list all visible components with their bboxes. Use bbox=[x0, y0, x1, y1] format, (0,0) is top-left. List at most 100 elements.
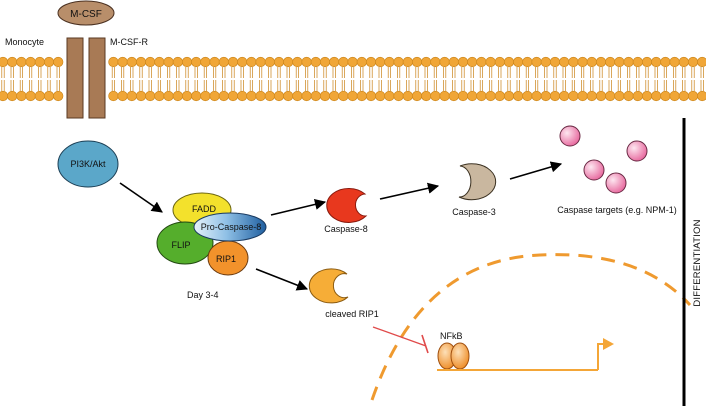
lipid-head bbox=[283, 56, 294, 68]
lipid-head bbox=[485, 56, 496, 68]
lipid-head bbox=[126, 56, 137, 68]
nfkb-node: NFkB bbox=[437, 331, 470, 370]
lipid-head bbox=[356, 90, 367, 102]
arrow-complex-to-cleaved-rip1 bbox=[255, 268, 309, 291]
lipid-head bbox=[227, 56, 239, 68]
lipid-head bbox=[218, 90, 229, 102]
lipid-head bbox=[237, 56, 248, 68]
lipid-head bbox=[16, 56, 27, 68]
m-csf-receptor bbox=[66, 37, 106, 119]
lipid-head bbox=[191, 90, 202, 102]
cleaved-rip1-label: cleaved RIP1 bbox=[325, 309, 379, 319]
nucleus-boundary bbox=[370, 253, 692, 401]
caspase-targets-label: Caspase targets (e.g. NPM-1) bbox=[557, 205, 677, 215]
membrane-lipid-tails bbox=[1, 67, 704, 91]
lipid-head bbox=[669, 56, 680, 68]
monocyte-label: Monocyte bbox=[5, 37, 44, 47]
lipid-head bbox=[375, 56, 386, 68]
lipid-head bbox=[154, 56, 165, 68]
lipid-head bbox=[430, 56, 441, 68]
lipid-head bbox=[191, 56, 202, 68]
caspase-targets: Caspase targets (e.g. NPM-1) bbox=[557, 125, 677, 215]
lipid-head bbox=[145, 56, 156, 68]
lipid-head bbox=[0, 56, 9, 68]
lipid-head bbox=[218, 56, 229, 68]
lipid-head bbox=[632, 90, 643, 102]
lipid-head bbox=[457, 90, 469, 102]
lipid-head bbox=[623, 90, 634, 102]
lipid-head bbox=[264, 90, 275, 102]
lipid-head bbox=[53, 90, 64, 102]
lipid-head bbox=[687, 56, 699, 68]
lipid-head bbox=[421, 56, 432, 68]
lipid-head bbox=[687, 90, 699, 102]
disc-complex: FADD Pro-Caspase-8 FLIP RIP1 bbox=[156, 192, 267, 276]
lipid-head bbox=[448, 56, 459, 68]
lipid-head bbox=[595, 56, 607, 68]
lipid-head bbox=[513, 56, 524, 68]
arrow-pi3k-to-complex bbox=[119, 182, 163, 213]
lipid-head bbox=[522, 90, 533, 102]
rip1-label: RIP1 bbox=[216, 254, 236, 264]
lipid-head bbox=[108, 90, 119, 102]
lipid-head bbox=[181, 56, 193, 68]
lipid-head bbox=[384, 56, 395, 68]
lipid-head bbox=[678, 90, 689, 102]
lipid-head bbox=[467, 56, 478, 68]
lipid-head bbox=[586, 56, 597, 68]
lipid-head bbox=[411, 56, 423, 68]
pro-caspase-8-label: Pro-Caspase-8 bbox=[201, 222, 262, 232]
lipid-head bbox=[163, 90, 174, 102]
m-csf-r-label: M-CSF-R bbox=[110, 37, 148, 47]
lipid-head bbox=[347, 90, 358, 102]
lipid-head bbox=[34, 56, 45, 68]
lipid-head bbox=[393, 56, 404, 68]
cell-membrane bbox=[0, 56, 706, 102]
lipid-head bbox=[540, 90, 551, 102]
lipid-head bbox=[513, 90, 524, 102]
lipid-head bbox=[494, 90, 505, 102]
lipid-head bbox=[310, 56, 321, 68]
lipid-head bbox=[25, 90, 36, 102]
lipid-head bbox=[393, 90, 404, 102]
lipid-head bbox=[319, 56, 331, 68]
lipid-head bbox=[53, 56, 64, 68]
lipid-head bbox=[283, 90, 294, 102]
flip-label: FLIP bbox=[171, 240, 190, 250]
lipid-head bbox=[641, 56, 653, 68]
lipid-head bbox=[34, 90, 45, 102]
lipid-head bbox=[457, 56, 469, 68]
lipid-head bbox=[227, 90, 239, 102]
lipid-head bbox=[145, 90, 156, 102]
lipid-head bbox=[43, 56, 55, 68]
lipid-head bbox=[154, 90, 165, 102]
lipid-head bbox=[697, 90, 706, 102]
arrow-complex-to-caspase8 bbox=[270, 198, 327, 216]
membrane-outer-leaflet bbox=[0, 56, 706, 68]
m-csf-label: M-CSF bbox=[70, 9, 102, 20]
lipid-head bbox=[273, 56, 285, 68]
lipid-head bbox=[356, 56, 367, 68]
lipid-head bbox=[338, 90, 349, 102]
m-csf-ligand: M-CSF bbox=[57, 0, 115, 26]
lipid-head bbox=[595, 90, 607, 102]
lipid-head bbox=[319, 90, 331, 102]
lipid-head bbox=[467, 90, 478, 102]
cleaved-rip1-node: cleaved RIP1 bbox=[308, 268, 379, 319]
lipid-head bbox=[697, 56, 706, 68]
lipid-head bbox=[209, 56, 220, 68]
lipid-head bbox=[402, 90, 413, 102]
lipid-head bbox=[559, 90, 570, 102]
target-gene-promoter bbox=[437, 338, 614, 371]
lipid-head bbox=[264, 56, 275, 68]
pi3k-akt-node: PI3K/Akt bbox=[57, 140, 119, 188]
lipid-head bbox=[273, 90, 285, 102]
lipid-head bbox=[172, 56, 183, 68]
lipid-head bbox=[163, 56, 174, 68]
lipid-head bbox=[237, 90, 248, 102]
lipid-head bbox=[503, 90, 515, 102]
lipid-head bbox=[476, 56, 487, 68]
lipid-head bbox=[614, 56, 625, 68]
lipid-head bbox=[126, 90, 137, 102]
